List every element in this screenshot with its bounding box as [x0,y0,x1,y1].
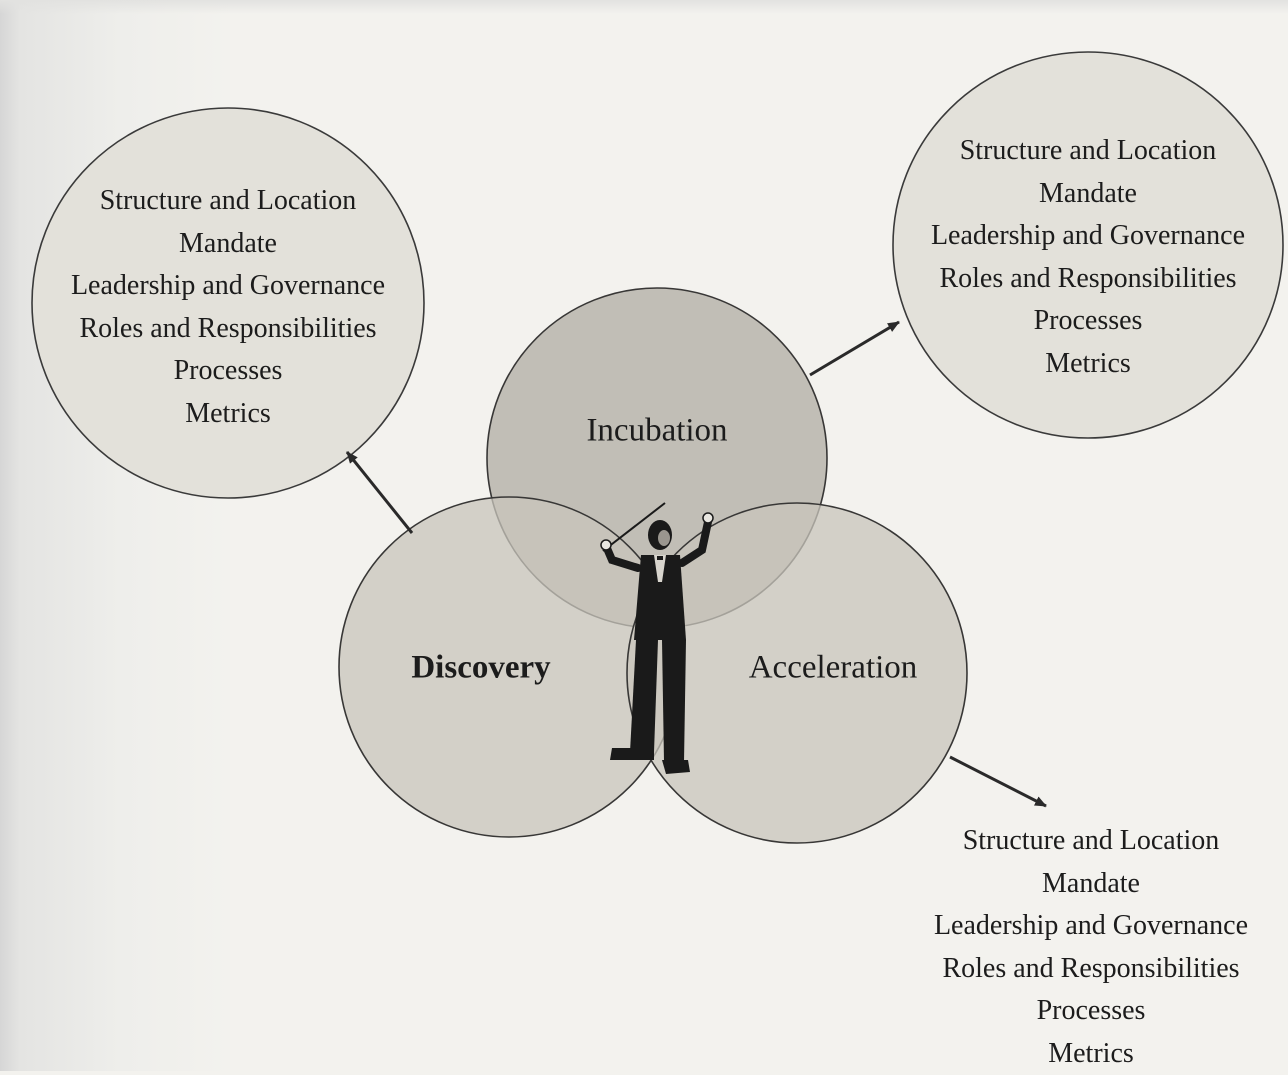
list-item: Metrics [894,1033,1288,1075]
list-item: Mandate [894,863,1288,906]
list-item: Processes [28,350,428,393]
acceleration-label: Acceleration [749,650,918,687]
list-item: Structure and Location [888,130,1288,173]
list-item: Mandate [888,173,1288,216]
list-item: Structure and Location [28,180,428,223]
list-item: Processes [888,300,1288,343]
arrow-to-right-circle [810,322,899,375]
discovery-label: Discovery [411,650,550,687]
list-item: Processes [894,990,1288,1033]
incubation-label: Incubation [586,413,727,450]
bottom-outcome-list: Structure and Location Mandate Leadershi… [894,820,1288,1075]
arrow-to-bottom-list [950,757,1046,806]
list-item: Leadership and Governance [28,265,428,308]
list-item: Structure and Location [894,820,1288,863]
arrow-to-left-circle [347,452,412,533]
list-item: Leadership and Governance [888,215,1288,258]
list-item: Leadership and Governance [894,905,1288,948]
list-item: Metrics [888,343,1288,386]
right-outcome-list: Structure and Location Mandate Leadershi… [888,130,1288,385]
list-item: Mandate [28,223,428,266]
list-item: Roles and Responsibilities [894,948,1288,991]
list-item: Roles and Responsibilities [888,258,1288,301]
list-item: Metrics [28,393,428,436]
left-outcome-list: Structure and Location Mandate Leadershi… [28,180,428,435]
list-item: Roles and Responsibilities [28,308,428,351]
